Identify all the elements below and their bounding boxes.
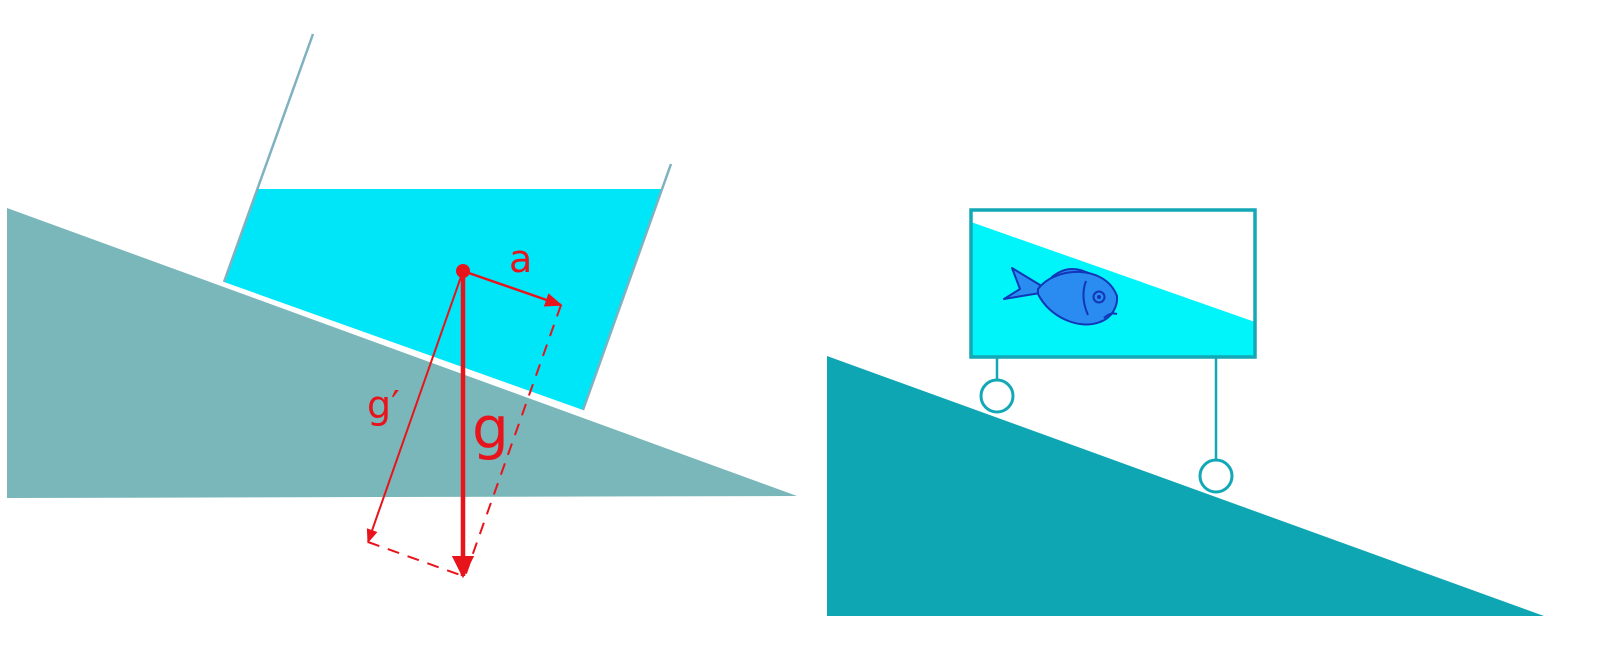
incline-right: [827, 356, 1544, 616]
vector-a: [462, 269, 563, 307]
wheel-right: [1198, 458, 1234, 494]
vector-g-prime: [366, 270, 464, 544]
tank-left-wall: [222, 33, 315, 283]
label-a: a: [509, 237, 532, 281]
water-body: [224, 189, 663, 410]
wheel-left: [979, 378, 1015, 414]
label-g: g: [472, 394, 509, 462]
right-diagram: [827, 208, 1544, 616]
tank-right-wall: [581, 163, 673, 411]
left-diagram: a g g′: [7, 33, 797, 579]
fish-icon: [1003, 267, 1119, 326]
incline-left: [7, 208, 797, 498]
dashed-edge-bottom: [367, 541, 464, 577]
label-g-prime: g′: [367, 383, 400, 427]
tank-base-gap: [221, 281, 584, 415]
tank-frame: [969, 208, 1257, 359]
dashed-edge-right: [464, 304, 562, 577]
